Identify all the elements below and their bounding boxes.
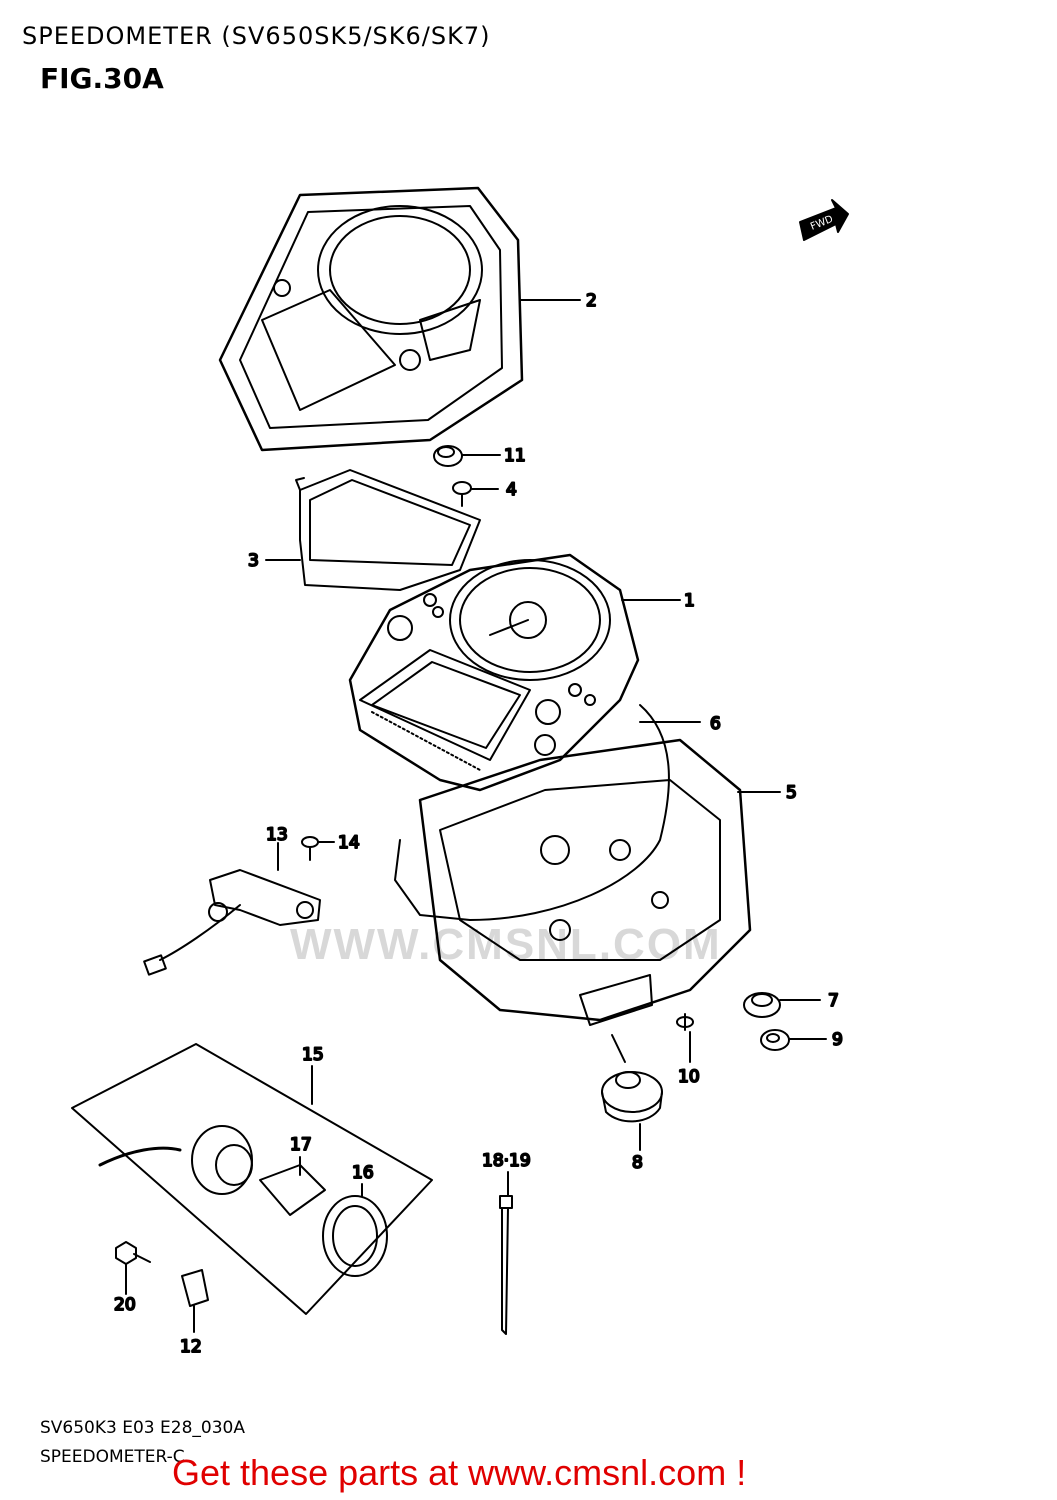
part-14-bolt bbox=[301, 836, 319, 861]
callout-10: 10 bbox=[678, 1067, 700, 1087]
diagram-name: SPEEDOMETER-C bbox=[40, 1447, 185, 1467]
part-12-clip bbox=[181, 1269, 209, 1307]
part-7-grommet bbox=[743, 992, 781, 1018]
promo-link[interactable]: Get these parts at www.cmsnl.com ! bbox=[172, 1452, 747, 1493]
page-title: SPEEDOMETER (SV650SK5/SK6/SK7) bbox=[22, 22, 491, 50]
callout-5: 5 bbox=[786, 783, 797, 803]
callout-20: 20 bbox=[114, 1295, 136, 1315]
callout-4: 4 bbox=[506, 480, 517, 500]
part-15-lamp-assembly bbox=[71, 1043, 433, 1315]
callout-11: 11 bbox=[504, 446, 526, 466]
part-4-screw bbox=[452, 481, 472, 507]
part-2-meter-cover bbox=[218, 186, 524, 452]
diagram-code: SV650K3 E03 E28_030A bbox=[40, 1418, 245, 1438]
callout-14: 14 bbox=[338, 833, 360, 853]
callout-15: 15 bbox=[302, 1045, 324, 1065]
part-20-bolt bbox=[115, 1241, 151, 1265]
part-10-screw bbox=[676, 1013, 694, 1031]
callout-6: 6 bbox=[710, 714, 721, 734]
part-8-rubber-mount bbox=[601, 1071, 663, 1123]
callout-13: 13 bbox=[266, 825, 288, 845]
callout-3: 3 bbox=[248, 551, 259, 571]
part-13-sensor-bracket bbox=[143, 869, 321, 976]
callout-16: 16 bbox=[352, 1163, 374, 1183]
part-5-lower-case bbox=[418, 738, 752, 1026]
part-11-grommet bbox=[433, 445, 463, 467]
part-1-meter-assembly bbox=[348, 553, 640, 792]
callout-2: 2 bbox=[586, 291, 597, 311]
part-6-wire bbox=[394, 704, 670, 921]
callout-12: 12 bbox=[180, 1337, 202, 1357]
callout-1: 1 bbox=[684, 591, 695, 611]
part-9-washer bbox=[760, 1029, 790, 1051]
part-18-19-cable-tie bbox=[499, 1195, 513, 1335]
callout-9: 9 bbox=[832, 1030, 843, 1050]
callout-7: 7 bbox=[828, 991, 839, 1011]
part-3-bracket bbox=[295, 469, 481, 591]
figure-label: FIG.30A bbox=[40, 62, 164, 95]
callout-17: 17 bbox=[290, 1135, 312, 1155]
callout-18-19: 18·19 bbox=[482, 1151, 531, 1171]
callout-8: 8 bbox=[632, 1153, 643, 1173]
fwd-arrow-icon: FWD bbox=[799, 199, 849, 241]
